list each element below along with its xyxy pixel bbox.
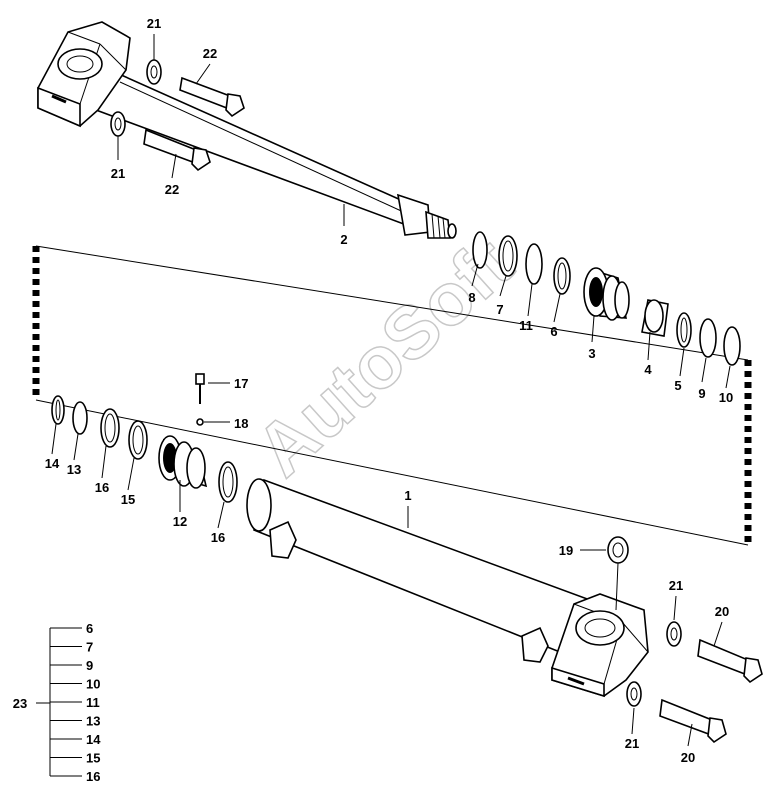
callout-6: 6 (550, 324, 557, 339)
gland-3 (583, 267, 630, 321)
seal-kit-item: 15 (86, 751, 100, 766)
assembly-break-lines (32, 245, 752, 546)
callout-1: 1 (404, 488, 411, 503)
seal-kit-item: 6 (86, 621, 93, 636)
seal-kit-item: 10 (86, 677, 100, 692)
seal-ring-11 (525, 243, 543, 285)
seal-ring-6 (553, 257, 571, 295)
callout-20: 20 (715, 604, 729, 619)
washer-21-top-a (146, 59, 162, 85)
seal-ring-8 (472, 231, 488, 269)
washer-21-top-b (110, 111, 126, 137)
screw-17 (195, 373, 205, 404)
callout-22: 22 (203, 46, 217, 61)
piston-rod (94, 68, 457, 239)
bushing-4 (641, 299, 669, 337)
callout-8: 8 (468, 290, 475, 305)
callout-12: 12 (173, 514, 187, 529)
washer-21-bottom-b (626, 681, 642, 707)
callout-19: 19 (559, 543, 573, 558)
callout-21: 21 (147, 16, 161, 31)
seal-kit-label: 23 (13, 696, 27, 711)
callout-3: 3 (588, 346, 595, 361)
rod-eye (37, 21, 131, 128)
callout-14: 14 (45, 456, 60, 471)
seal-ring-7 (498, 235, 518, 277)
callout-18: 18 (234, 416, 248, 431)
leader-lines (51, 34, 731, 747)
callout-16: 16 (211, 530, 225, 545)
callout-15: 15 (121, 492, 135, 507)
bolt-22-top-a (179, 76, 245, 118)
callout-7: 7 (496, 302, 503, 317)
seal-kit-legend: 23 6 7 9 10 11 13 14 15 16 (13, 621, 101, 784)
seal-ring-16a (100, 408, 120, 448)
callout-9: 9 (698, 386, 705, 401)
seal-kit-item: 9 (86, 658, 93, 673)
barrel-eye (551, 593, 649, 698)
callout-20: 20 (681, 750, 695, 765)
seal-kit-item: 7 (86, 640, 93, 655)
seal-ring-13 (72, 401, 88, 435)
callout-5: 5 (674, 378, 681, 393)
cylinder-barrel (246, 478, 591, 663)
seal-kit-item: 13 (86, 714, 100, 729)
callout-16: 16 (95, 480, 109, 495)
callout-10: 10 (719, 390, 733, 405)
bolt-22-top-b (143, 128, 211, 172)
seal-ring-16b (218, 461, 238, 503)
callout-21: 21 (111, 166, 125, 181)
seal-ring-5 (676, 312, 692, 348)
seal-ring-14 (51, 395, 65, 425)
seal-kit-item: 14 (86, 732, 101, 747)
callout-17: 17 (234, 376, 248, 391)
seal-ring-15 (128, 420, 148, 460)
callout-11: 11 (519, 318, 533, 333)
seal-kit-item: 11 (86, 695, 100, 710)
seal-kit-item: 16 (86, 769, 100, 784)
seal-ring-9 (699, 318, 717, 358)
callout-13: 13 (67, 462, 81, 477)
washer-21-bottom-a (666, 621, 682, 647)
callout-21: 21 (625, 736, 639, 751)
callout-22: 22 (165, 182, 179, 197)
callout-2: 2 (340, 232, 347, 247)
callouts: 21 22 21 22 2 8 7 11 6 3 4 5 9 10 17 18 … (45, 16, 733, 765)
callout-21: 21 (669, 578, 683, 593)
ball-18 (196, 418, 204, 426)
bolt-20-bottom-b (659, 698, 727, 744)
bolt-20-bottom-a (697, 638, 763, 684)
seal-ring-10 (723, 326, 741, 366)
piston-12 (158, 435, 208, 489)
callout-4: 4 (644, 362, 652, 377)
seal-19 (607, 536, 629, 564)
